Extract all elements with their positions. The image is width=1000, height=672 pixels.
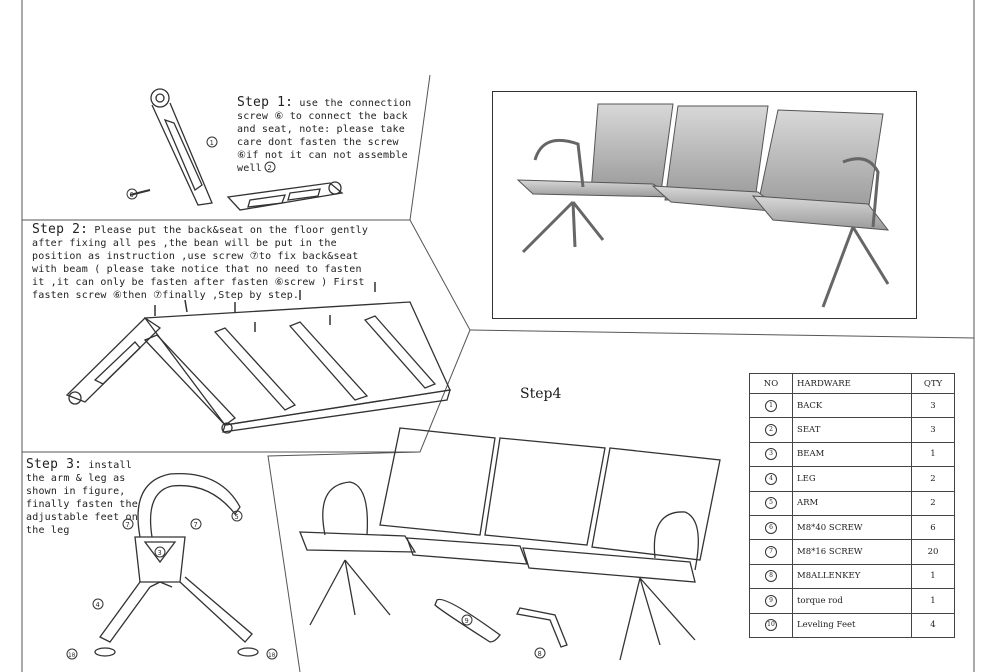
step1-title: Step 1: (237, 95, 294, 110)
callout-s3-5: 5 (235, 513, 239, 521)
row-qty: 3 (911, 417, 955, 443)
row-qty: 2 (911, 466, 955, 492)
row-no: 6 (749, 514, 793, 541)
row-hardware: SEAT (792, 417, 912, 443)
row-qty: 20 (911, 539, 955, 565)
callout-2: 2 (268, 164, 272, 172)
step3-title: Step 3: (26, 457, 83, 472)
row-hardware: M8*16 SCREW (792, 539, 912, 565)
step4-full-chair-drawing: 9 8 (299, 427, 721, 661)
row-no: 7 (749, 539, 793, 565)
callout-1: 1 (210, 139, 214, 147)
row-no: 8 (749, 563, 793, 590)
callout-s3-3: 3 (158, 549, 162, 557)
callout-s3-7a: 7 (126, 521, 130, 529)
row-hardware: BACK (792, 392, 912, 419)
step2-assembly-drawing (65, 282, 451, 434)
step4-title: Step4 (520, 386, 562, 402)
callout-s3-10a: 10 (68, 652, 76, 659)
row-no: 9 (749, 588, 793, 614)
step2-instruction: Step 2: Please put the back&seat on the … (32, 223, 372, 302)
row-hardware: torque rod (792, 588, 912, 614)
row-no: 1 (749, 392, 793, 419)
step2-title: Step 2: (32, 222, 89, 237)
row-no: 5 (749, 490, 793, 516)
row-no: 3 (749, 441, 793, 468)
row-hardware: LEG (792, 466, 912, 492)
row-hardware: ARM (792, 490, 912, 516)
row-qty: 6 (911, 514, 955, 541)
row-qty: 1 (911, 441, 955, 468)
row-qty: 1 (911, 563, 955, 590)
row-no: 10 (749, 612, 793, 638)
callout-6: 6 (130, 191, 134, 199)
callout-s3-4: 4 (96, 601, 100, 609)
row-qty: 1 (911, 588, 955, 614)
step1-instruction: Step 1: use the connection screw ⑥ to co… (237, 96, 412, 175)
row-qty: 4 (911, 612, 955, 638)
step1-text: use the connection screw ⑥ to connect th… (237, 98, 412, 174)
step3-arm-leg-drawing: 7 7 5 3 4 10 10 (66, 472, 278, 660)
row-hardware: M8ALLENKEY (792, 563, 912, 590)
step2-text: Please put the back&seat on the floor ge… (32, 225, 369, 301)
chair-photo-image (516, 103, 890, 308)
callout-s3-7b: 7 (194, 521, 198, 529)
row-no: 2 (749, 417, 793, 443)
callout-s4-9: 9 (465, 617, 469, 625)
row-qty: 2 (911, 490, 955, 516)
step1-back-seat-drawing: 1 2 6 (126, 88, 344, 211)
row-hardware: M8*40 SCREW (792, 514, 912, 541)
row-no: 4 (749, 466, 793, 492)
table-header-row: NO HARDWARE QTY (749, 373, 955, 394)
header-qty: QTY (911, 373, 955, 394)
callout-s3-10b: 10 (268, 652, 276, 659)
product-photo (492, 91, 917, 319)
header-no: NO (749, 373, 793, 394)
row-qty: 3 (911, 392, 955, 419)
step3-text: install the arm & leg as shown in figure… (26, 460, 138, 536)
row-hardware: BEAM (792, 441, 912, 468)
callout-s4-8: 8 (538, 650, 542, 658)
step3-instruction: Step 3: install the arm & leg as shown i… (26, 458, 144, 537)
row-hardware: Leveling Feet (792, 612, 912, 638)
header-hardware: HARDWARE (792, 373, 912, 394)
